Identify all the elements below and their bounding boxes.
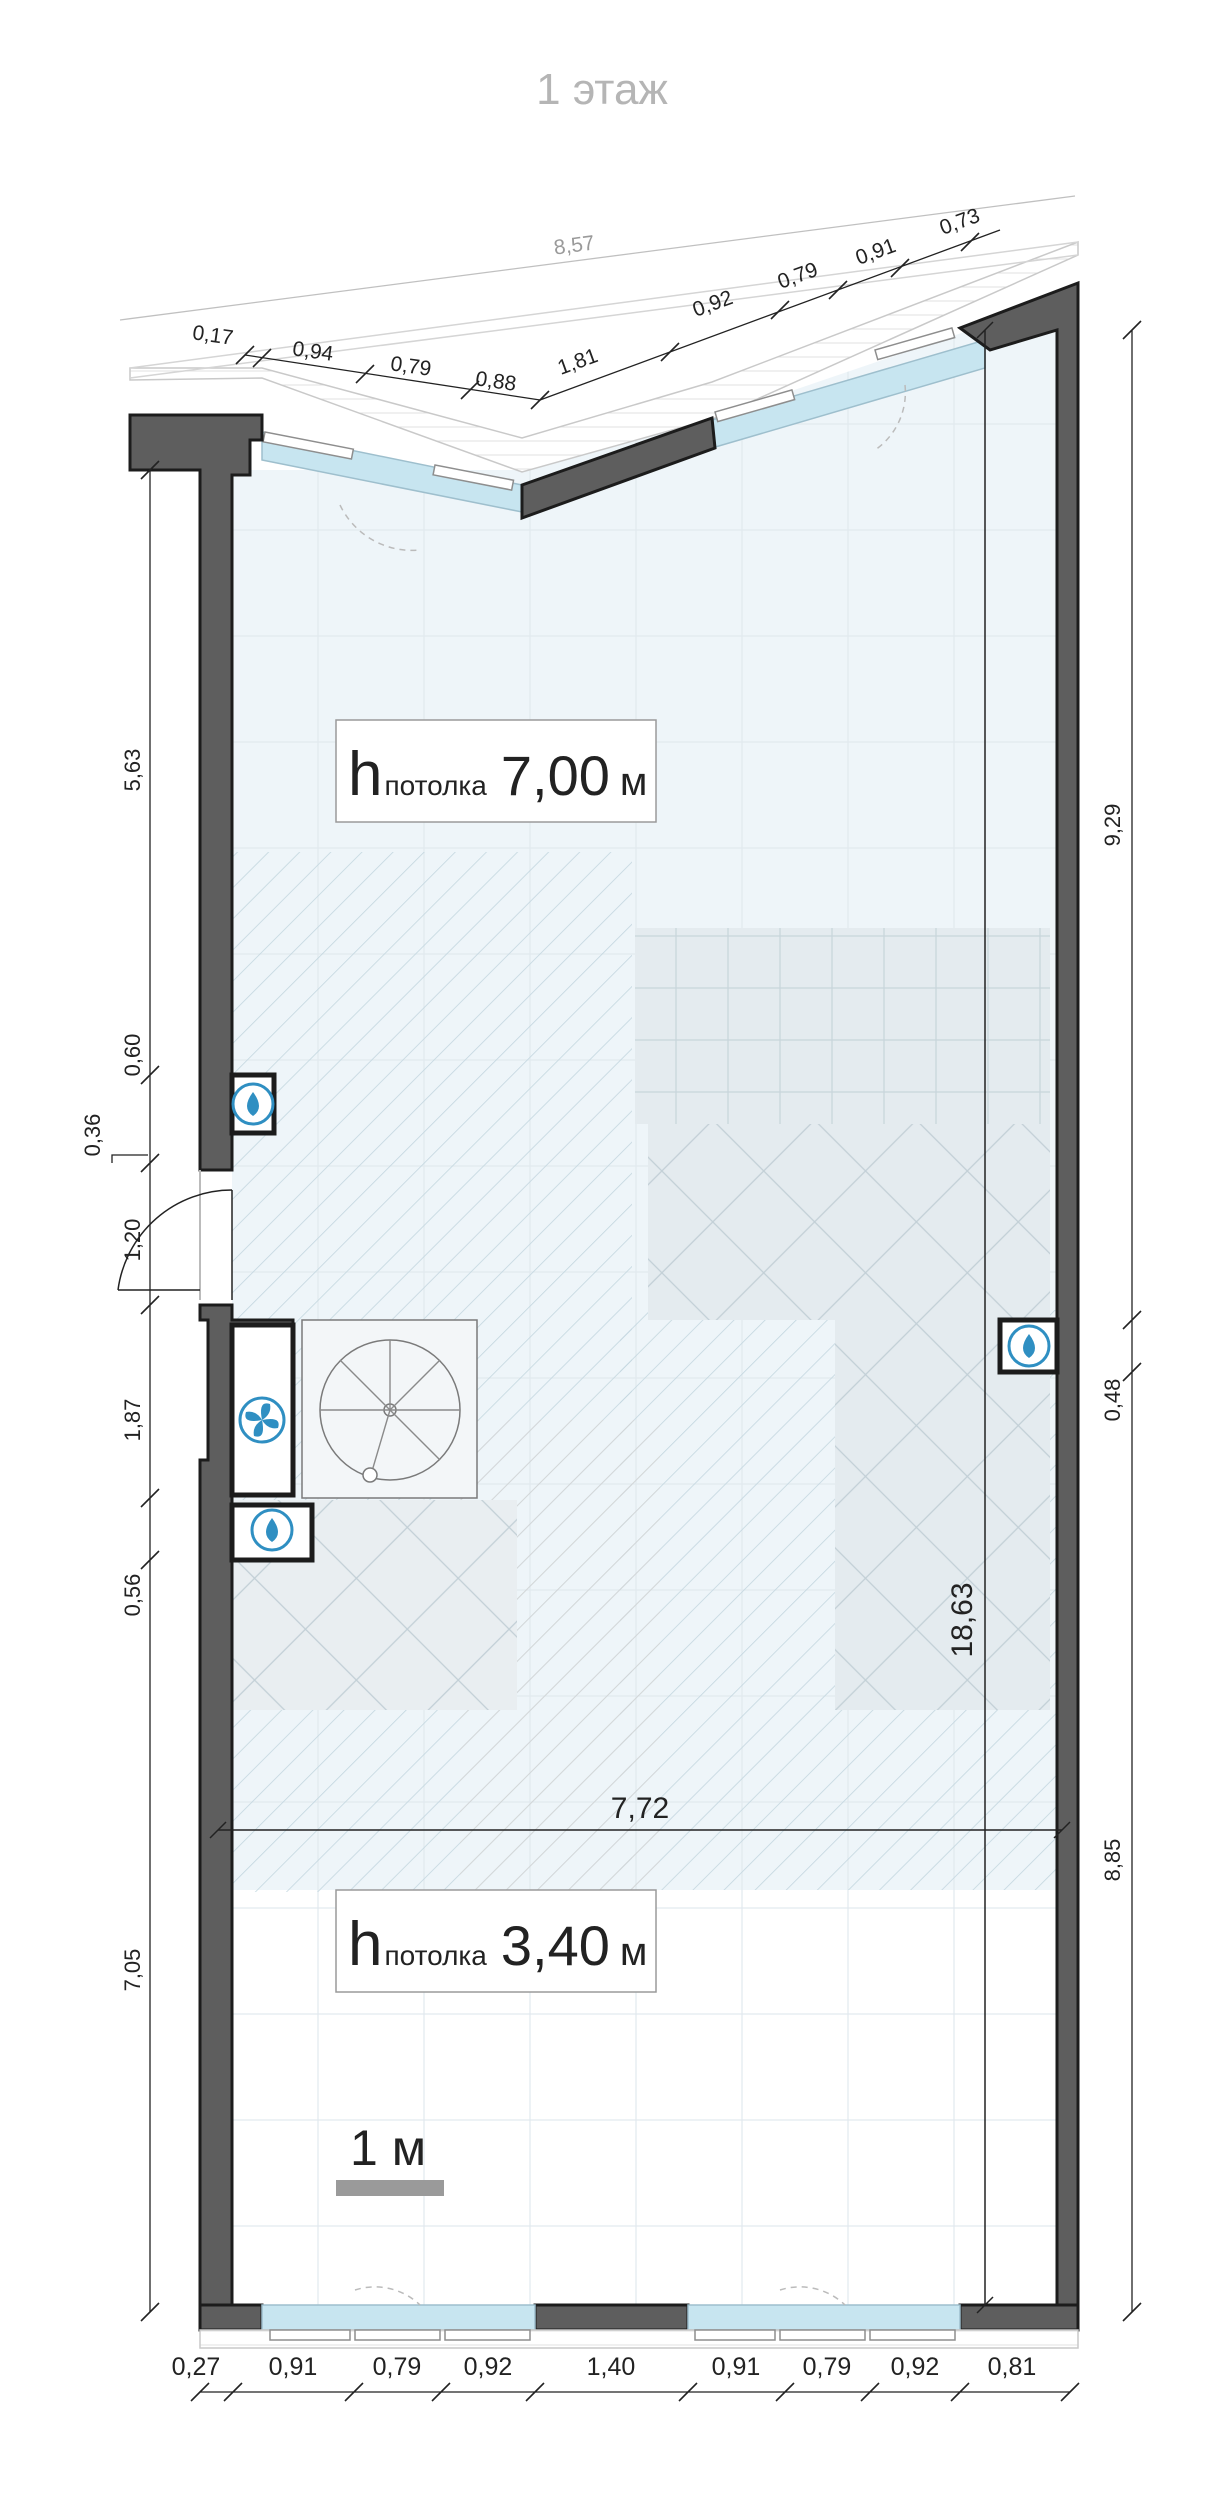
- dim-tick: [678, 2382, 698, 2402]
- top-windows: [261, 327, 986, 552]
- dim-tick: [252, 348, 272, 368]
- dim-bottom-seg: 0,79: [803, 2353, 852, 2381]
- water-riser-icon: [231, 1082, 275, 1126]
- dim-left-seg: 0,60: [120, 1034, 145, 1077]
- dim-tick: [660, 342, 680, 362]
- dim-bottom-seg: 0,92: [464, 2353, 513, 2381]
- dim-top-seg: 0,73: [937, 204, 983, 240]
- floor-area: [232, 300, 1057, 2305]
- bottom-dimension-ticks: [190, 2382, 1080, 2402]
- dim-top-seg: 0,94: [291, 337, 335, 366]
- dim-tick: [140, 1065, 160, 1085]
- top-dimension-ticks: [235, 232, 980, 410]
- top-facade-strip: [129, 240, 1079, 473]
- dim-tick: [190, 2382, 210, 2402]
- water-riser-icon: [250, 1508, 294, 1552]
- ceiling-value: 3,40: [501, 1914, 610, 1977]
- dim-tick: [1122, 2302, 1142, 2322]
- right-dimension-ticks: [1122, 320, 1142, 2322]
- ceiling-unit: м: [620, 1930, 648, 1974]
- dim-tick: [525, 2382, 545, 2402]
- dim-right-seg: 0,48: [1100, 1379, 1125, 1422]
- ventilation-fan-icon: [238, 1396, 286, 1444]
- ceiling-h: h: [348, 1910, 382, 1979]
- dim-bottom-seg: 0,79: [373, 2353, 422, 2381]
- dim-right-seg: 8,85: [1100, 1839, 1125, 1882]
- dim-tick: [828, 280, 848, 300]
- dim-tick: [235, 345, 255, 365]
- dim-tick: [1122, 1362, 1142, 1382]
- dim-top-seg: 0,88: [474, 367, 518, 395]
- scale-bar: 1 м: [336, 2120, 444, 2196]
- dim-tick: [775, 2382, 795, 2402]
- water-riser-icon: [1007, 1324, 1051, 1368]
- stair-icon: [320, 1340, 460, 1479]
- top-dimension-lines: [119, 195, 1076, 401]
- bottom-windows: [199, 2286, 1079, 2349]
- dim-top-seg: 0,17: [191, 321, 235, 349]
- dim-tick: [960, 232, 980, 252]
- dim-tick: [1122, 1310, 1142, 1330]
- dim-tick: [460, 380, 480, 400]
- dim-tick: [1122, 320, 1142, 340]
- dim-bottom-seg: 1,40: [587, 2353, 636, 2381]
- floor-title: 1 этаж: [536, 65, 668, 114]
- right-dimension-labels: 9,29 0,48 8,85: [1100, 804, 1125, 1882]
- dim-left-seg: 1,20: [120, 1219, 145, 1262]
- ceiling-unit: м: [620, 760, 648, 804]
- dim-tick: [860, 2382, 880, 2402]
- dim-tick: [140, 2302, 160, 2322]
- dim-top-overall: 8,57: [552, 231, 596, 259]
- dim-bottom-seg: 0,91: [269, 2353, 318, 2381]
- dim-tick: [530, 390, 550, 410]
- dim-tick: [223, 2382, 243, 2402]
- dim-tick: [950, 2382, 970, 2402]
- inner-dimensions: [209, 321, 1071, 2314]
- ceiling-h: h: [348, 740, 382, 809]
- dim-bottom-seg: 0,91: [712, 2353, 761, 2381]
- dim-tick: [431, 2382, 451, 2402]
- dim-tick: [355, 364, 375, 384]
- dim-top-seg: 0,92: [690, 286, 736, 322]
- dim-tick: [140, 460, 160, 480]
- dim-left-seg: 0,36: [80, 1114, 105, 1157]
- dim-left-seg: 7,05: [120, 1949, 145, 1992]
- dim-right-seg: 9,29: [1100, 804, 1125, 847]
- dim-bottom-seg: 0,92: [891, 2353, 940, 2381]
- entrance-door: [117, 1170, 233, 1300]
- dim-top-seg: 1,81: [555, 344, 601, 380]
- dim-tick: [890, 258, 910, 278]
- dim-tick: [770, 300, 790, 320]
- left-dimension-labels: 5,63 0,60 0,36 1,20 1,87 0,56 7,05: [80, 749, 145, 1992]
- dim-left-seg: 0,56: [120, 1574, 145, 1617]
- dim-left-seg: 5,63: [120, 749, 145, 792]
- ceiling-sub: потолка: [384, 1940, 487, 1971]
- dim-bottom-seg: 0,27: [172, 2353, 221, 2381]
- dim-tick: [1060, 2382, 1080, 2402]
- dim-left-seg: 1,87: [120, 1399, 145, 1442]
- scale-label: 1 м: [350, 2120, 426, 2176]
- dim-bottom-seg: 0,81: [988, 2353, 1037, 2381]
- dim-tick: [140, 1550, 160, 1570]
- dim-offset-bracket: [111, 1154, 148, 1163]
- dim-inner-width: 7,72: [611, 1792, 669, 1825]
- dim-top-seg: 0,79: [775, 258, 821, 294]
- dim-tick: [140, 1488, 160, 1508]
- bottom-dimension-labels: 0,27 0,91 0,79 0,92 1,40 0,91 0,79 0,92 …: [172, 2353, 1037, 2381]
- dim-top-seg: 0,79: [389, 352, 433, 380]
- dim-tick: [344, 2382, 364, 2402]
- ceiling-value: 7,00: [501, 744, 610, 807]
- dim-tick: [140, 1153, 160, 1173]
- left-dimension-ticks: [140, 460, 160, 2322]
- dim-tick: [140, 1295, 160, 1315]
- ceiling-sub: потолка: [384, 770, 487, 801]
- dim-inner-length: 18,63: [946, 1582, 979, 1657]
- dim-top-seg: 0,91: [853, 234, 899, 270]
- spiral-staircase: [301, 1319, 478, 1499]
